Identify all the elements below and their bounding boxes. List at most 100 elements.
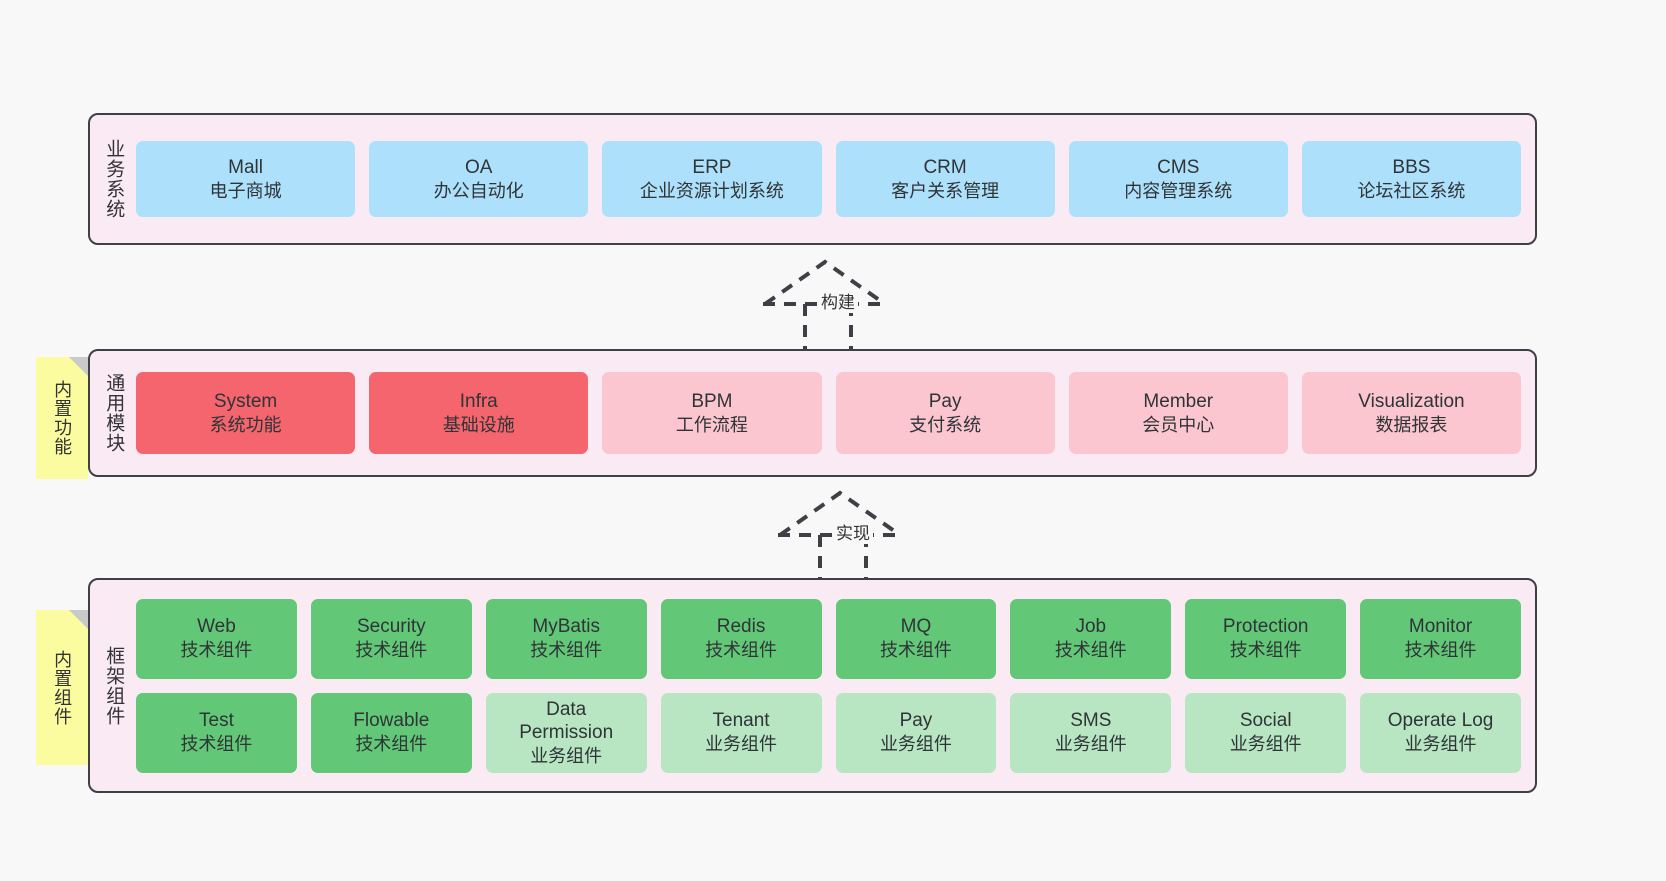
card-row: Mall 电子商城 OA 办公自动化 ERP 企业资源计划系统 CRM 客户关系… [136,141,1522,217]
note-label: 内置组件 [52,649,73,726]
card-tenant[interactable]: Tenant 业务组件 [660,692,822,773]
card-title: Operate Log [1387,710,1494,732]
card-redis[interactable]: Redis 技术组件 [660,598,822,679]
card-subtitle: 业务组件 [1229,734,1302,755]
card-title: MyBatis [532,616,600,638]
layer-title-framework-component: 框架组件 [103,645,125,726]
card-title: Pay [899,710,933,732]
card-member[interactable]: Member 会员中心 [1068,372,1288,454]
note-builtin-function: 内置功能 [36,357,88,479]
note-label: 内置功能 [52,380,73,456]
connector-build: 构建 [755,258,915,350]
card-protection[interactable]: Protection 技术组件 [1185,598,1347,679]
card-title: Web [197,616,236,638]
card-subtitle: 电子商城 [209,180,282,201]
card-test[interactable]: Test 技术组件 [136,692,297,773]
card-title: Monitor [1408,616,1473,638]
layer-framework-component: 框架组件 Web 技术组件 Security 技术组件 MyBatis 技术组件… [88,578,1537,793]
card-subtitle: 数据报表 [1375,414,1448,435]
card-title: Job [1075,616,1107,638]
card-subtitle: 技术组件 [355,640,428,661]
card-web[interactable]: Web 技术组件 [136,598,297,679]
card-oa[interactable]: OA 办公自动化 [369,141,589,217]
card-subtitle: 基础设施 [442,414,515,435]
card-subtitle: 技术组件 [705,640,778,661]
card-title: Tenant [712,710,770,732]
card-title: OA [465,156,493,178]
card-subtitle: 会员中心 [1142,414,1215,435]
card-mq[interactable]: MQ 技术组件 [835,598,997,679]
card-title: CMS [1157,156,1200,178]
card-subtitle: 工作流程 [675,414,748,435]
card-title: Test [199,710,234,732]
layer-title-business-system: 业务系统 [103,139,125,219]
card-title: Social [1239,710,1292,732]
card-title: Protection [1222,616,1309,638]
card-subtitle: 业务组件 [530,746,603,766]
card-monitor[interactable]: Monitor 技术组件 [1360,598,1521,679]
card-sms[interactable]: SMS 业务组件 [1010,692,1172,773]
card-row-tech: Web 技术组件 Security 技术组件 MyBatis 技术组件 Redi… [136,598,1521,679]
card-subtitle: 业务组件 [1404,734,1477,755]
card-mall[interactable]: Mall 电子商城 [136,141,356,217]
card-title: ERP [692,156,732,178]
card-title: System [213,390,278,412]
card-crm[interactable]: CRM 客户关系管理 [835,141,1055,217]
card-title: SMS [1070,710,1112,732]
card-title: Visualization [1358,390,1465,412]
card-subtitle: 技术组件 [1404,640,1477,661]
card-bpm[interactable]: BPM 工作流程 [602,372,822,454]
connector-build-label: 构建 [818,288,858,313]
card-subtitle: 技术组件 [1054,640,1127,661]
layer-body-framework-component: Web 技术组件 Security 技术组件 MyBatis 技术组件 Redi… [136,580,1535,791]
layer-body-business-system: Mall 电子商城 OA 办公自动化 ERP 企业资源计划系统 CRM 客户关系… [136,115,1535,243]
card-title: Flowable [353,710,430,732]
card-subtitle: 客户关系管理 [891,180,1000,201]
card-operate-log[interactable]: Operate Log 业务组件 [1360,692,1521,773]
card-pay-module[interactable]: Pay 支付系统 [835,372,1055,454]
card-title: Redis [716,616,766,638]
card-subtitle: 技术组件 [355,734,428,755]
layer-common-module: 通用模块 System 系统功能 Infra 基础设施 BPM 工作流程 Pay… [88,349,1537,477]
card-subtitle: 技术组件 [879,640,952,661]
connector-implement-label: 实现 [833,519,873,544]
card-subtitle: 业务组件 [1054,734,1127,755]
card-visualization[interactable]: Visualization 数据报表 [1301,372,1522,454]
card-subtitle: 业务组件 [705,734,778,755]
card-subtitle: 内容管理系统 [1124,180,1233,201]
card-subtitle: 办公自动化 [433,180,524,201]
card-subtitle: 技术组件 [180,734,253,755]
card-security[interactable]: Security 技术组件 [310,598,472,679]
card-subtitle: 系统功能 [209,414,282,435]
card-erp[interactable]: ERP 企业资源计划系统 [602,141,822,217]
card-row: System 系统功能 Infra 基础设施 BPM 工作流程 Pay 支付系统… [136,372,1522,454]
card-title: BBS [1392,156,1431,178]
note-builtin-component: 内置组件 [36,610,88,765]
note-fold-icon [69,357,88,376]
card-title: Infra [459,390,498,412]
card-job[interactable]: Job 技术组件 [1010,598,1172,679]
card-subtitle: 技术组件 [1229,640,1302,661]
card-pay-component[interactable]: Pay 业务组件 [835,692,997,773]
card-title: Mall [228,156,263,178]
card-subtitle: 支付系统 [909,414,982,435]
card-row-biz: Test 技术组件 Flowable 技术组件 Data Permission … [136,692,1521,773]
note-fold-icon [69,610,88,629]
card-social[interactable]: Social 业务组件 [1185,692,1347,773]
card-mybatis[interactable]: MyBatis 技术组件 [485,598,647,679]
card-title: CRM [923,156,967,178]
card-subtitle: 技术组件 [180,640,253,661]
card-system[interactable]: System 系统功能 [136,372,356,454]
card-infra[interactable]: Infra 基础设施 [369,372,589,454]
card-title: Data Permission [519,698,614,744]
card-title: Member [1143,390,1214,412]
card-cms[interactable]: CMS 内容管理系统 [1068,141,1288,217]
card-subtitle: 企业资源计划系统 [639,180,784,201]
card-flowable[interactable]: Flowable 技术组件 [310,692,472,773]
layer-business-system: 业务系统 Mall 电子商城 OA 办公自动化 ERP 企业资源计划系统 CRM… [88,113,1537,245]
card-title: BPM [691,390,733,412]
card-bbs[interactable]: BBS 论坛社区系统 [1301,141,1522,217]
card-data-permission[interactable]: Data Permission 业务组件 [485,692,647,773]
layer-title-common-module: 通用模块 [103,373,125,453]
